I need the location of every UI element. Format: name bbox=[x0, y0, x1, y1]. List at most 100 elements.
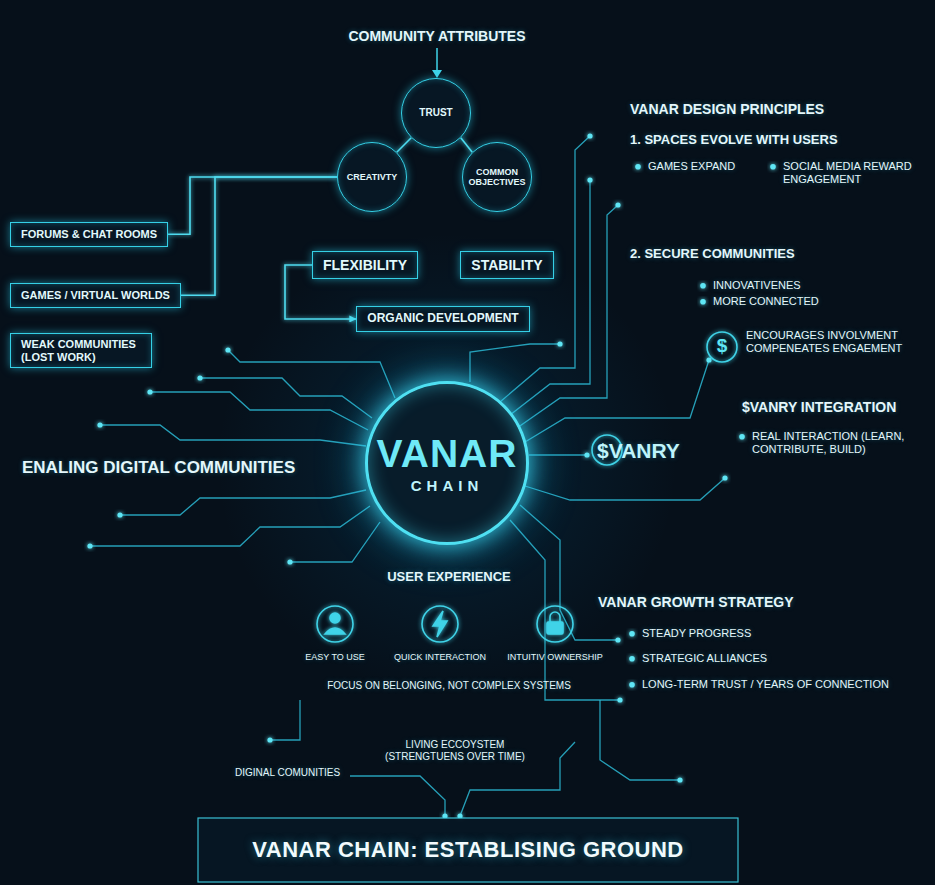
note-text: LIVING ECCOYSTEM (STRENGTUENS OVER TIME) bbox=[380, 739, 530, 763]
connector bbox=[79, 247, 81, 283]
node-text: FORUMS & CHAT ROOMS bbox=[21, 228, 157, 241]
bullet-text: REAL INTERACTION (LEARN, CONTRIBUTE, BUI… bbox=[752, 430, 922, 456]
circuit-trace bbox=[270, 700, 300, 740]
bullet-dot bbox=[629, 656, 635, 662]
circuit-trace bbox=[120, 490, 366, 515]
circuit-trace bbox=[350, 776, 445, 816]
trace-node bbox=[225, 347, 230, 352]
quality-box: STABILITY bbox=[460, 251, 553, 279]
community-box: FORUMS & CHAT ROOMS bbox=[10, 222, 168, 247]
quality-box: ORGANIC DEVELOPMENT bbox=[356, 306, 529, 332]
principle-heading: 2. SECURE COMMUNITIES bbox=[630, 246, 795, 262]
arrow-head bbox=[432, 70, 442, 78]
circuit-trace bbox=[200, 378, 372, 418]
trace-node bbox=[706, 357, 711, 362]
connector bbox=[79, 308, 81, 333]
bullet-dot bbox=[629, 682, 635, 688]
trace-node bbox=[615, 202, 620, 207]
connector bbox=[496, 212, 498, 251]
bullet-text: LONG-TERM TRUST / YEARS OF CONNECTION bbox=[642, 678, 889, 691]
community-box: WEAK COMMUNITIES (LOST WORK) bbox=[10, 333, 152, 368]
trace-node bbox=[587, 133, 592, 138]
circuit-trace bbox=[529, 454, 587, 455]
note-text: ENCOURAGES INVOLVMENT COMPENEATES ENGAEM… bbox=[746, 329, 926, 355]
node-text: ORGANIC DEVELOPMENT bbox=[367, 312, 518, 326]
diagram-title: VANAR CHAIN: ESTABLISING GROUND bbox=[252, 837, 683, 863]
attribute-circle: COMMON OBJECTIVES bbox=[462, 142, 532, 212]
bullet-dot bbox=[700, 283, 706, 289]
circuit-trace bbox=[525, 478, 725, 500]
section-heading: $VANRY INTEGRATION bbox=[742, 399, 896, 416]
trace-node bbox=[722, 475, 727, 480]
section-heading: VANAR DESIGN PRINCIPLES bbox=[630, 101, 824, 118]
title-band-edge bbox=[198, 817, 738, 819]
trace-node bbox=[584, 452, 589, 457]
user-icon bbox=[317, 606, 353, 642]
bullet-text: GAMES EXPAND bbox=[648, 160, 735, 173]
bullet-dot bbox=[629, 631, 635, 637]
circuit-trace bbox=[525, 360, 709, 442]
icon-caption: QUICK INTERACTION bbox=[394, 652, 486, 663]
icon-ring bbox=[537, 606, 573, 642]
bullet-dot bbox=[739, 434, 745, 440]
icon-bolt bbox=[433, 611, 447, 637]
bullet-dot bbox=[770, 164, 776, 170]
token-name: $VANRY bbox=[597, 438, 680, 463]
node-text: COMMON OBJECTIVES bbox=[467, 167, 527, 188]
attribute-circle: CREATIVTY bbox=[337, 142, 407, 212]
side-heading: ENALING DIGITAL COMMUNITIES bbox=[22, 458, 295, 478]
trace-node bbox=[147, 389, 152, 394]
icon-ring bbox=[317, 606, 353, 642]
coin-glyph: $ bbox=[717, 335, 728, 358]
trace-node bbox=[197, 375, 202, 380]
section-heading: COMMUNITY ATTRIBUTES bbox=[348, 28, 525, 45]
trace-node bbox=[615, 637, 620, 642]
circuit-trace bbox=[517, 205, 618, 428]
connector bbox=[418, 264, 460, 266]
node-text: VANAR bbox=[377, 432, 518, 477]
icon-caption: INTUITIV OWNERSHIP bbox=[507, 652, 603, 663]
trace-node bbox=[97, 422, 102, 427]
circuit-trace bbox=[90, 506, 370, 546]
attribute-circle: TRUST bbox=[401, 78, 471, 148]
quality-box: FLEXIBILITY bbox=[312, 251, 418, 279]
lock-icon bbox=[537, 606, 573, 642]
connector bbox=[371, 212, 373, 251]
icon-shackle bbox=[550, 612, 560, 622]
bullet-text: MORE CONNECTED bbox=[713, 295, 819, 308]
bullet-text: INNOVATIVENES bbox=[713, 279, 801, 292]
section-heading: VANAR GROWTH STRATEGY bbox=[598, 594, 793, 611]
coin-symbol bbox=[707, 332, 737, 362]
node-text: STABILITY bbox=[471, 257, 542, 273]
node-subtext: CHAIN bbox=[377, 477, 518, 494]
trace-node bbox=[587, 177, 592, 182]
node-text: TRUST bbox=[406, 107, 466, 119]
bullet-text: STRATEGIC ALLIANCES bbox=[642, 652, 767, 665]
connector bbox=[397, 138, 412, 153]
trace-node bbox=[617, 697, 622, 702]
section-heading: USER EXPERIENCE bbox=[387, 569, 511, 585]
connector bbox=[461, 138, 473, 153]
trace-node bbox=[287, 559, 292, 564]
circuit-trace bbox=[470, 344, 560, 382]
node-text: WEAK COMMUNITIES (LOST WORK) bbox=[21, 338, 141, 363]
note-text: DIGINAL COMUNITIES bbox=[235, 767, 340, 779]
circuit-trace bbox=[150, 392, 368, 430]
circuit-trace bbox=[290, 522, 380, 562]
bullet-text: SOCIAL MEDIA REWARD ENGAGEMENT bbox=[783, 160, 928, 186]
trace-node bbox=[117, 512, 122, 517]
trace-node bbox=[267, 737, 272, 742]
note-text: FOCUS ON BELONGING, NOT COMPLEX SYSTEMS bbox=[327, 680, 571, 692]
bullet-text: STEADY PROGRESS bbox=[642, 627, 751, 640]
icon-ring bbox=[422, 606, 458, 642]
connector bbox=[168, 177, 337, 234]
node-text: GAMES / VIRTUAL WORLDS bbox=[21, 289, 170, 302]
icon-lock-body bbox=[547, 622, 563, 634]
core-circle: VANARCHAIN bbox=[365, 381, 529, 545]
community-box: GAMES / VIRTUAL WORLDS bbox=[10, 283, 181, 308]
circuit-trace bbox=[600, 700, 680, 780]
trace-node bbox=[677, 777, 682, 782]
circuit-trace bbox=[228, 350, 395, 398]
icon-head bbox=[330, 613, 340, 623]
